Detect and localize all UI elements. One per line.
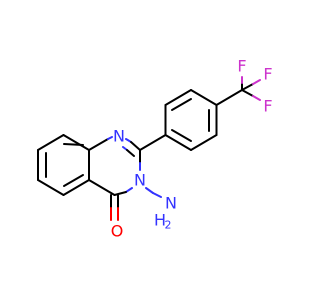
molecule-structure-diagram: N N N H 2 O F F F — [37, 57, 273, 241]
bond — [241, 89, 254, 97]
bond — [164, 89, 192, 106]
bond — [164, 134, 192, 151]
bond — [130, 141, 141, 151]
bond — [241, 83, 254, 91]
atom-f2-label: F — [263, 65, 272, 84]
bond — [171, 98, 192, 111]
atom-n1-label: N — [113, 127, 125, 146]
bond — [62, 134, 90, 151]
bond — [63, 143, 84, 146]
bond — [252, 79, 261, 85]
bond — [113, 191, 127, 196]
bond — [190, 134, 218, 151]
bond — [88, 179, 116, 196]
bond — [63, 174, 84, 187]
atom-nh2-h-label: H — [154, 211, 166, 230]
bond — [139, 134, 167, 151]
atom-nh2-n-label: N — [165, 194, 177, 213]
bond — [125, 187, 133, 193]
atom-o-label: O — [111, 222, 124, 241]
bond — [126, 149, 135, 157]
bond — [252, 95, 261, 101]
atom-nh2-count-label: 2 — [165, 219, 172, 232]
bond — [152, 192, 162, 198]
atom-f3-label: F — [263, 97, 272, 116]
atom-labels: N N N H 2 O F F F — [111, 57, 273, 241]
bond — [37, 134, 65, 151]
bonds — [37, 76, 261, 221]
bond — [215, 89, 243, 106]
atom-f1-label: F — [237, 57, 246, 76]
bond — [88, 138, 109, 151]
bond — [107, 136, 113, 140]
bond — [145, 187, 154, 194]
atom-n3-label: N — [134, 171, 146, 190]
bond — [190, 89, 218, 106]
bond — [171, 129, 192, 142]
bond — [37, 179, 65, 196]
bond — [62, 179, 90, 196]
